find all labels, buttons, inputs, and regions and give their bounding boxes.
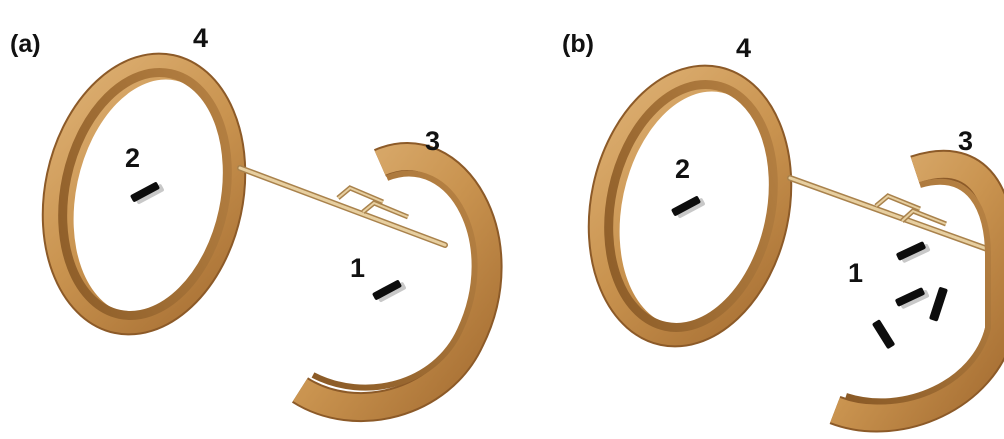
label-2-b: 2 xyxy=(675,154,690,184)
label-2: 2 xyxy=(125,143,140,173)
connecting-rods-b xyxy=(787,175,993,253)
split-ring-3-b xyxy=(829,149,1004,433)
label-3-b: 3 xyxy=(958,126,973,156)
connecting-rods xyxy=(237,165,448,248)
label-1: 1 xyxy=(350,253,365,283)
element-1b-lower xyxy=(872,319,895,349)
element-1b-vertical xyxy=(929,287,948,322)
label-1-b: 1 xyxy=(848,258,863,288)
panel-b: (b) 4 2 3 xyxy=(562,30,1004,433)
label-4: 4 xyxy=(193,23,208,53)
split-ring-3 xyxy=(291,142,503,423)
element-2 xyxy=(130,182,164,204)
element-1 xyxy=(372,280,406,302)
panel-a: (a) 4 2 3 xyxy=(10,23,503,423)
element-1b-middle xyxy=(895,287,930,309)
panel-b-label: (b) xyxy=(562,30,594,58)
panel-a-label: (a) xyxy=(10,30,41,58)
elements-1-b xyxy=(872,241,948,349)
element-1b-upper xyxy=(896,241,931,263)
label-3: 3 xyxy=(425,126,440,156)
label-4-b: 4 xyxy=(736,33,751,63)
element-2-b xyxy=(671,196,705,218)
